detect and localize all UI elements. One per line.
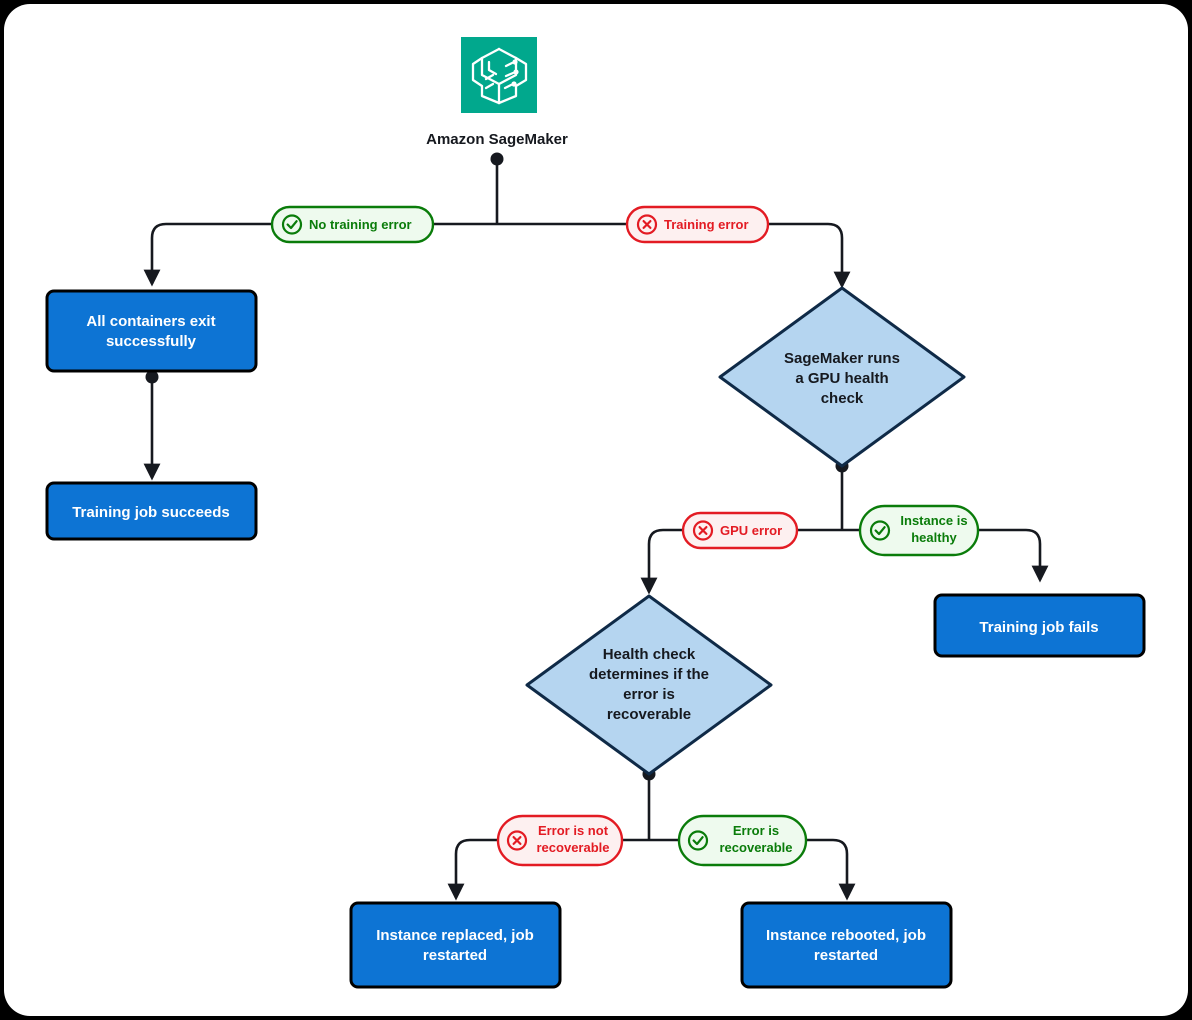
edge-label-gpu-error[interactable]: GPU error <box>681 511 799 550</box>
node-label-line: Health check <box>603 646 696 663</box>
node-label-line: a GPU health <box>795 370 888 387</box>
node-instance-replaced[interactable]: Instance replaced, job restarted <box>349 901 562 989</box>
node-label-line: Instance replaced, job <box>376 927 534 944</box>
node-label-line: Instance rebooted, job <box>766 927 926 944</box>
edge-label-instance-healthy[interactable]: Instance is healthy <box>858 504 980 557</box>
node-label-line: All containers exit <box>86 313 215 330</box>
edge-label-text: GPU error <box>720 523 782 538</box>
edge-label-error-recoverable[interactable]: Error is recoverable <box>677 814 808 867</box>
node-gpu-health-check[interactable]: SageMaker runs a GPU health check <box>718 286 966 468</box>
edge-no-training-error-to-all-containers <box>143 222 272 287</box>
edge-label-training-error[interactable]: Training error <box>625 205 770 244</box>
flowchart-svg: Amazon SageMaker All containers exit suc… <box>45 37 1146 989</box>
sagemaker-caption: Amazon SageMaker <box>426 131 568 148</box>
edge-label-text: Error is not <box>538 823 609 838</box>
node-label-line: SageMaker runs <box>784 350 900 367</box>
node-label-line: Training job succeeds <box>72 504 230 521</box>
edge-label-no-training-error[interactable]: No training error <box>270 205 435 244</box>
node-label-line: determines if the <box>589 666 709 683</box>
node-all-containers-exit[interactable]: All containers exit successfully <box>45 289 258 373</box>
edge-gpu-error-to-recoverable-check <box>640 528 683 595</box>
amazon-sagemaker-icon <box>461 37 537 113</box>
node-recoverable-check[interactable]: Health check determines if the error is … <box>525 594 773 776</box>
node-label-line: recoverable <box>607 706 691 723</box>
edge-label-text: Instance is <box>900 513 967 528</box>
node-label-line: restarted <box>814 947 878 964</box>
edge-label-text: healthy <box>911 530 957 545</box>
x-circle-icon <box>506 830 528 851</box>
node-training-job-succeeds[interactable]: Training job succeeds <box>45 481 258 541</box>
edge-label-text: recoverable <box>720 840 793 855</box>
edge-label-text: Error is <box>733 823 779 838</box>
node-label-line: restarted <box>423 947 487 964</box>
check-circle-icon <box>687 830 709 851</box>
edge-label-error-not-recoverable[interactable]: Error is not recoverable <box>496 814 624 867</box>
edge-instance-healthy-to-job-fails <box>978 528 1049 583</box>
node-training-job-fails[interactable]: Training job fails <box>933 593 1146 658</box>
edge-label-text: recoverable <box>537 840 610 855</box>
x-circle-icon <box>636 214 658 235</box>
edge-error-not-recoverable-to-instance-replaced <box>447 838 498 901</box>
edge-training-error-to-health-check <box>768 222 851 289</box>
check-circle-icon <box>869 520 891 541</box>
edge-label-text: No training error <box>309 217 412 232</box>
edge-label-text: Training error <box>664 217 749 232</box>
node-label-line: error is <box>623 686 675 703</box>
node-label-line: successfully <box>106 333 197 350</box>
node-instance-rebooted[interactable]: Instance rebooted, job restarted <box>740 901 953 989</box>
edge-layer <box>143 152 1049 901</box>
check-circle-icon <box>281 214 303 235</box>
diagram-page: Amazon SageMaker All containers exit suc… <box>4 4 1188 1016</box>
node-label-line: Training job fails <box>979 619 1098 636</box>
node-label-line: check <box>821 390 864 407</box>
x-circle-icon <box>692 520 714 541</box>
edge-error-recoverable-to-instance-rebooted <box>806 838 856 901</box>
